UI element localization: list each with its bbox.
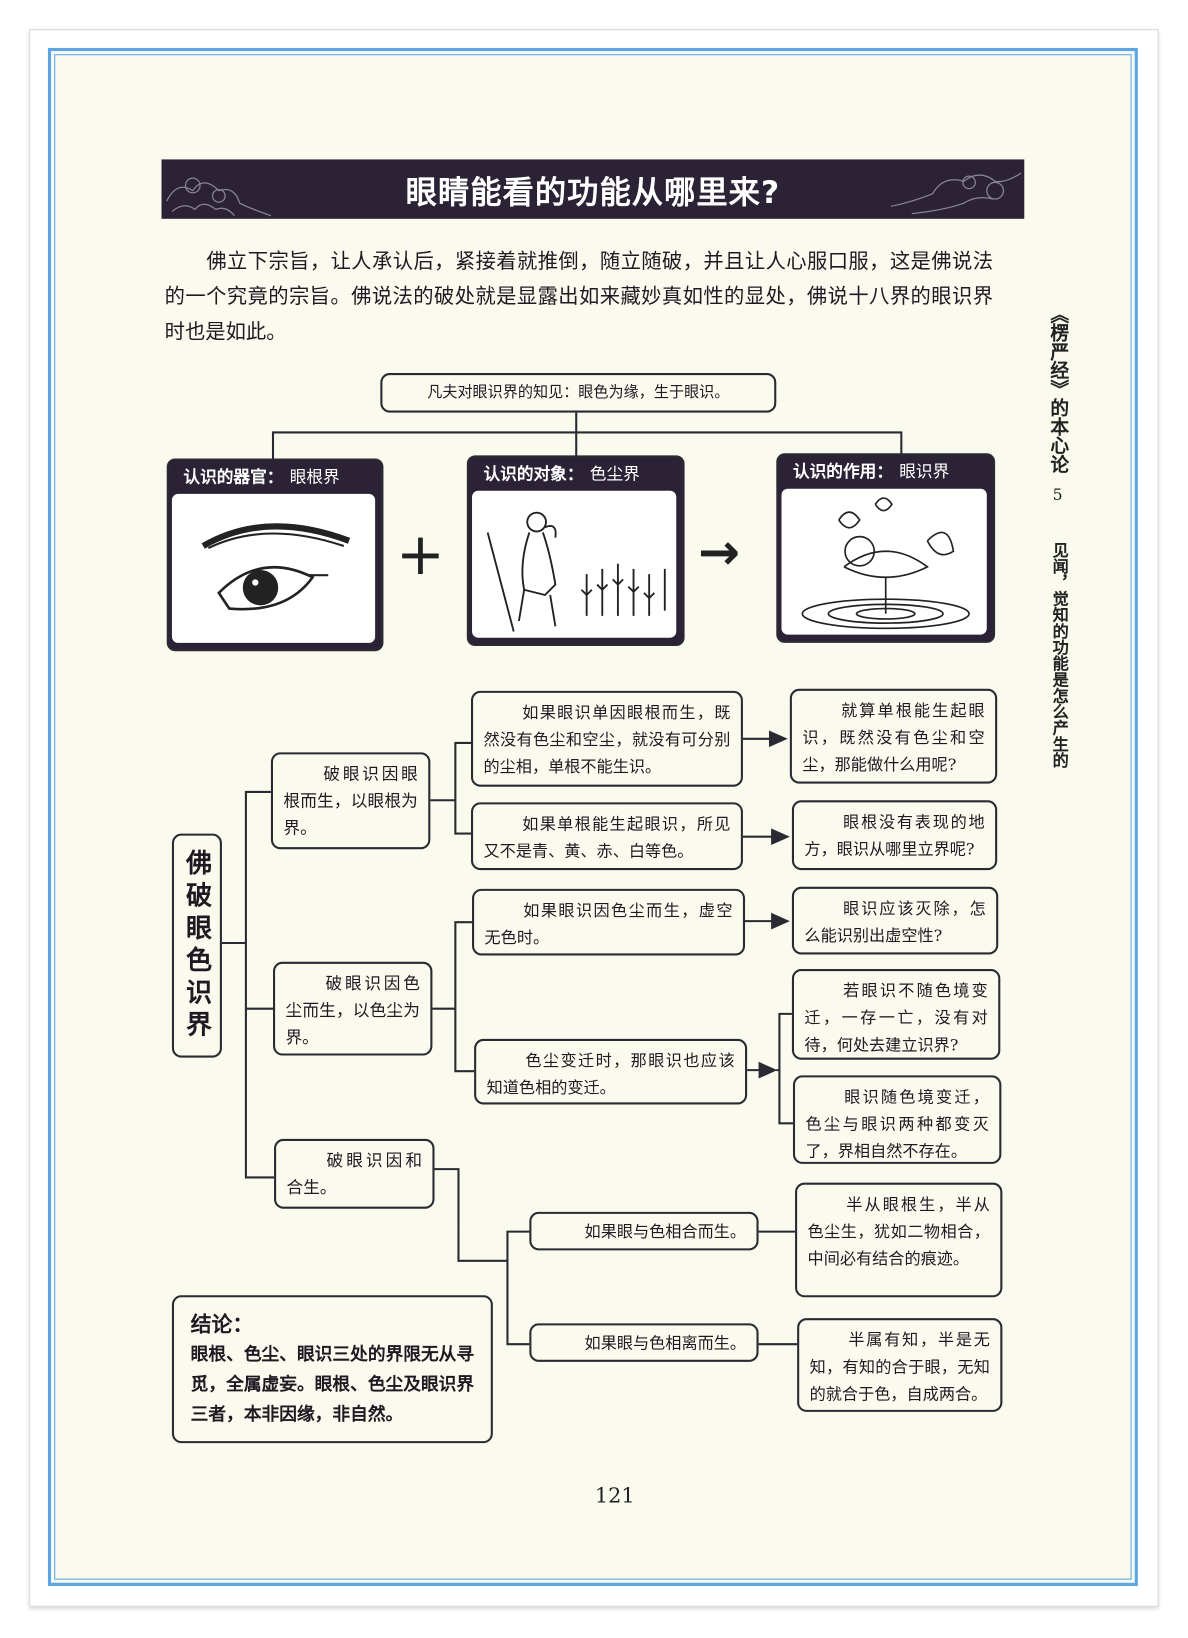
- page-number: 121: [594, 1482, 635, 1508]
- branch-text: 破眼识因色尘而生，以色尘为界。: [285, 973, 420, 1048]
- panel-value: 眼根界: [289, 466, 340, 487]
- branch-text: 破眼识因和合生。: [286, 1150, 423, 1198]
- arrow-icon: [758, 1061, 778, 1079]
- result-box: 若眼识不随色境变迁，一存一亡，没有对待，何处去建立识界?: [791, 969, 1001, 1060]
- case-box: 如果眼识因色尘而生，虚空无色时。: [472, 888, 746, 956]
- tree-root: 佛破眼色识界: [171, 833, 222, 1058]
- arrow-sign: →: [698, 523, 741, 582]
- panel-object: 认识的对象：色尘界: [466, 455, 685, 647]
- panel-label: 认识的对象：: [483, 463, 584, 484]
- premise-box: 凡夫对眼识界的知见：眼色为缘，生于眼识。: [380, 373, 777, 413]
- result-text: 半从眼根生，半从色尘生，犹如二物相合，中间必有结合的痕迹。: [807, 1195, 990, 1269]
- branch-box: 破眼识因和合生。: [274, 1138, 435, 1209]
- case-box: 如果眼识单因眼根而生，既然没有色尘和空尘，就没有可分别的尘相，单根不能生识。: [470, 690, 743, 787]
- case-text: 如果眼与色相合而生。: [584, 1222, 747, 1242]
- result-text: 就算单根能生起眼识，既然没有色尘和空尘，那能做什么用呢?: [802, 701, 985, 775]
- result-text: 半属有知，半是无知，有知的合于眼，无知的就合于色，自成两合。: [809, 1330, 990, 1404]
- case-text: 如果眼识因色尘而生，虚空无色时。: [484, 901, 733, 948]
- branch-box: 破眼识因眼根而生，以眼根为界。: [270, 752, 431, 850]
- running-head-chapter: 5: [1052, 485, 1063, 505]
- branch1-connector: [430, 741, 471, 835]
- case-box: 如果眼与色相合而生。: [529, 1211, 759, 1251]
- split-connector: [776, 1012, 793, 1125]
- lotus-butterfly-illustration-icon: [801, 497, 970, 630]
- plus-sign: +: [395, 521, 445, 589]
- trunk-connector: [221, 790, 275, 1179]
- case-box: 色尘变迁时，那眼识也应该知道色相的变迁。: [474, 1038, 748, 1105]
- eye-illustration-icon: [201, 523, 351, 611]
- running-head-book: 《楞严经》的本心论: [1047, 304, 1070, 474]
- case-box: 如果单根能生起眼识，所见又不是青、黄、赤、白等色。: [470, 802, 743, 871]
- case-text: 如果眼与色相离而生。: [584, 1333, 747, 1353]
- conclusion-heading: 结论：: [190, 1311, 254, 1337]
- branch-box: 破眼识因色尘而生，以色尘为界。: [273, 961, 433, 1056]
- panel-label: 认识的作用：: [792, 461, 894, 482]
- conclusion-text: 眼根、色尘、眼识三处的界限无从寻觅，全属虚妄。眼根、色尘及眼识界三者，本非因缘，…: [190, 1344, 475, 1426]
- result-box: 眼根没有表现的地方，眼识从哪里立界呢?: [791, 800, 998, 871]
- case-text: 如果眼识单因眼根而生，既然没有色尘和空尘，就没有可分别的尘相，单根不能生识。: [483, 703, 731, 777]
- top-connector: [271, 412, 903, 459]
- branch-text: 破眼识因眼根而生，以眼根为界。: [283, 763, 418, 838]
- arrow-icon: [771, 912, 790, 930]
- panel-value: 眼识界: [899, 461, 950, 482]
- result-box: 就算单根能生起眼识，既然没有色尘和空尘，那能做什么用呢?: [789, 688, 998, 784]
- panel-organ: 认识的器官：眼根界: [166, 458, 384, 652]
- case-text: 如果单根能生起眼识，所见又不是青、黄、赤、白等色。: [483, 814, 731, 861]
- farmer-field-illustration-icon: [486, 511, 666, 632]
- merge-connector: [758, 1230, 798, 1346]
- result-text: 眼识应该灭除，怎么能识别出虚空性?: [804, 899, 986, 946]
- panel-function: 认识的作用：眼识界: [776, 453, 996, 643]
- page-title: 眼睛能看的功能从哪里来?: [405, 174, 781, 212]
- branch2-connector: [432, 921, 475, 1073]
- running-head-section: 见闻，觉知的功能是怎么产生的: [1050, 541, 1070, 768]
- cloud-ornament-icon: [166, 172, 1022, 217]
- conclusion-box: 结论： 眼根、色尘、眼识三处的界限无从寻觅，全属虚妄。眼根、色尘及眼识界三者，本…: [171, 1295, 493, 1444]
- case-box: 如果眼与色相离而生。: [529, 1323, 759, 1362]
- result-box: 半属有知，半是无知，有知的合于眼，无知的就合于色，自成两合。: [797, 1318, 1003, 1412]
- result-box: 眼识随色境变迁，色尘与眼识两种都变灭了，界相自然不存在。: [792, 1075, 1002, 1164]
- branch3-connector: [434, 1168, 530, 1346]
- result-text: 眼识随色境变迁，色尘与眼识两种都变灭了，界相自然不存在。: [805, 1087, 989, 1161]
- arrow-icon: [771, 828, 790, 846]
- intro-paragraph: 佛立下宗旨，让人承认后，紧接着就推倒，随立随破，并且让人心服口服，这是佛说法的一…: [164, 249, 994, 344]
- panel-label: 认识的器官：: [183, 466, 284, 487]
- panel-value: 色尘界: [589, 463, 640, 484]
- result-box: 眼识应该灭除，怎么能识别出虚空性?: [791, 886, 999, 955]
- arrow-icon: [768, 730, 788, 748]
- title-banner: 眼睛能看的功能从哪里来?: [161, 159, 1025, 219]
- case-text: 色尘变迁时，那眼识也应该知道色相的变迁。: [486, 1051, 735, 1098]
- result-box: 半从眼根生，半从色尘生，犹如二物相合，中间必有结合的痕迹。: [795, 1182, 1003, 1298]
- result-text: 眼根没有表现的地方，眼识从哪里立界呢?: [804, 812, 985, 859]
- result-text: 若眼识不随色境变迁，一存一亡，没有对待，何处去建立识界?: [804, 981, 988, 1055]
